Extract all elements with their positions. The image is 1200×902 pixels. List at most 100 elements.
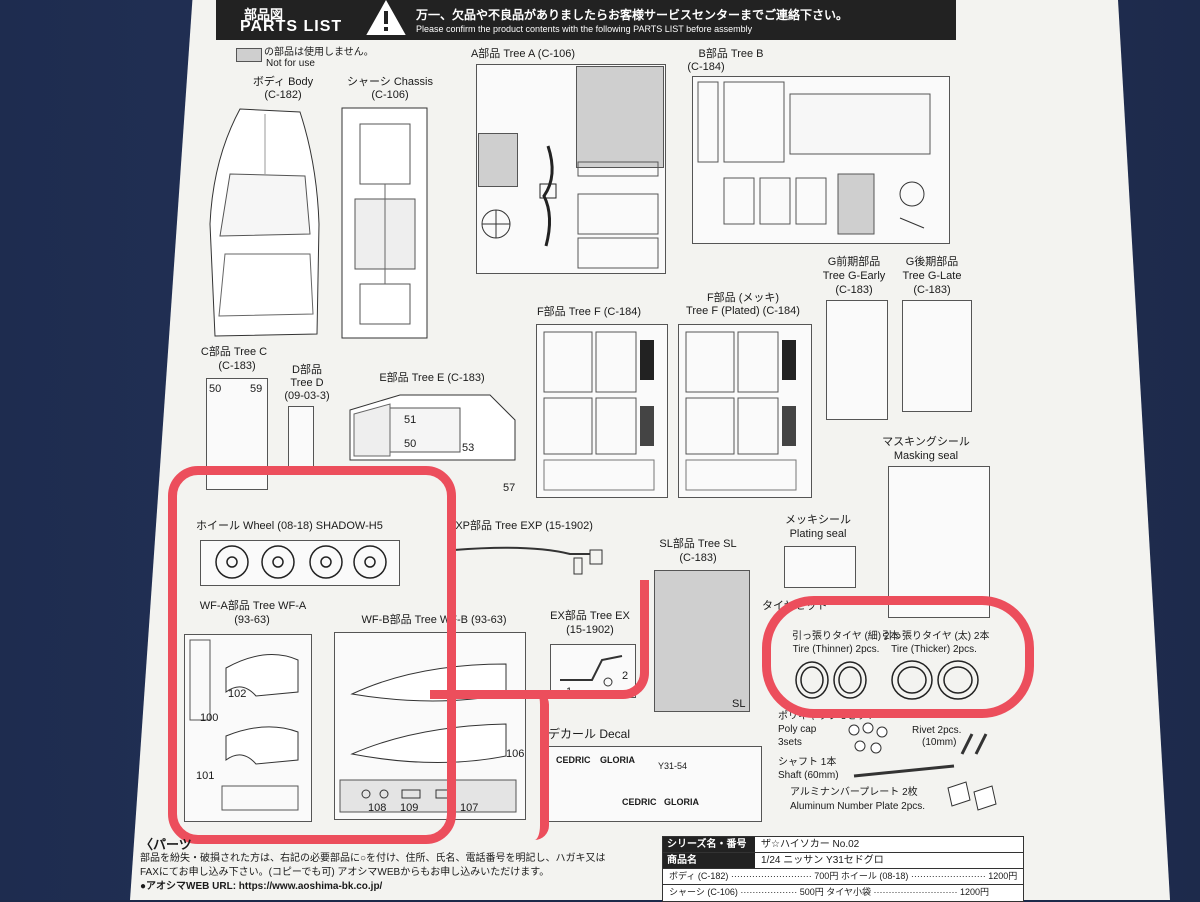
- tree-e-part-51: 51: [404, 414, 417, 426]
- price-row-2: シャーシ (C-106) ··················· 500円 タイ…: [669, 887, 989, 897]
- plate-drawing: [947, 781, 997, 811]
- tree-c-code: (C-183): [218, 360, 256, 372]
- annotation-outline-connector: [520, 690, 549, 840]
- masking-seal-sheet: [888, 466, 990, 618]
- polycap-drawing: [848, 722, 888, 754]
- tree-wfa-part-101: 101: [196, 770, 215, 782]
- tree-wfb-part-106: 106: [506, 748, 525, 760]
- tree-wfa-parts: [189, 639, 299, 811]
- tree-wfb-part-107: 107: [460, 802, 479, 814]
- legend-swatch: [236, 48, 262, 62]
- footer-url: ●アオシマWEB URL: https://www.aoshima-bk.co.…: [140, 881, 383, 892]
- tree-wfb-label: WF-B部品 Tree WF-B (93-63): [361, 614, 507, 626]
- tree-ex-frame: [550, 644, 636, 698]
- tree-g-late-label: G後期部品: [905, 256, 959, 268]
- tree-f-parts: [543, 331, 655, 491]
- decal-label: デカール Decal: [548, 727, 631, 741]
- footer-line-2: FAXにてお申し込み下さい。(コピーでも可) アオシマWEBからもお申し込みいた…: [140, 867, 550, 878]
- tree-ex-parts: [560, 655, 623, 687]
- body-code: (C-182): [264, 89, 302, 101]
- legend-text-jp: の部品は使用しません。: [264, 47, 374, 58]
- product-value: 1/24 ニッサン Y31セドグロ: [761, 855, 884, 866]
- tree-wfb-part-108: 108: [368, 802, 387, 814]
- tree-f-label: F部品 Tree F (C-184): [536, 306, 642, 318]
- body-label: ボディ Body: [252, 76, 314, 88]
- rivet-label: Rivet 2pcs.: [912, 725, 962, 736]
- shaft-label: シャフト 1本: [778, 757, 837, 768]
- masking-seal-label-en: Masking seal: [893, 450, 959, 462]
- tire-thin-label: 引っ張りタイヤ (細) 2本: [792, 631, 900, 642]
- tree-wfa-part-100: 100: [200, 712, 219, 724]
- chassis-code: (C-106): [371, 89, 409, 101]
- polycap-qty: 3sets: [778, 737, 802, 748]
- tree-wfa-part-102: 102: [228, 688, 247, 700]
- tree-exp-label: EXP部品 Tree EXP (15-1902): [448, 520, 593, 532]
- header-notice-en: Please confirm the product contents with…: [416, 24, 753, 34]
- decal-sheet: [548, 746, 762, 822]
- tire-drawings: [795, 660, 979, 700]
- tree-sl-frame: [654, 570, 750, 712]
- tree-fp-label-en: Tree F (Plated) (C-184): [686, 305, 800, 317]
- rivet-size: (10mm): [922, 737, 957, 748]
- series-value: ザ☆ハイソカー No.02: [761, 839, 860, 850]
- shaft-size: Shaft (60mm): [778, 770, 839, 781]
- price-row-1: ボディ (C-182) ··························· …: [669, 871, 1018, 881]
- decal-word-4: GLORIA: [664, 797, 699, 807]
- warning-icon: [366, 0, 406, 35]
- tree-e-part-50: 50: [404, 438, 417, 450]
- decal-word-5: Y31-54: [658, 761, 688, 771]
- masking-seal-label: マスキングシール: [882, 436, 970, 448]
- plating-seal-sheet: [784, 546, 856, 588]
- tree-a-unused-2: [576, 66, 664, 168]
- decal-word-3: CEDRIC: [622, 797, 657, 807]
- tree-ex-label: EX部品 Tree EX: [550, 610, 630, 622]
- tree-g-late-frame: [902, 300, 972, 412]
- tree-exp-drawing: [453, 546, 603, 575]
- tree-wfb-part-109: 109: [400, 802, 419, 814]
- tree-g-early-frame: [826, 300, 888, 420]
- tree-wfb-parts: [339, 663, 517, 813]
- annotation-outline-tires: [762, 596, 1034, 718]
- header-notice-jp: 万一、欠品や不良品がありましたらお客様サービスセンターまでご連絡下さい。: [416, 8, 849, 22]
- chassis-drawing: [341, 107, 428, 339]
- tree-b-label: B部品 Tree B: [698, 48, 764, 60]
- tree-b-code: (C-184): [687, 61, 725, 73]
- header-title-en: PARTS LIST: [240, 18, 343, 35]
- tree-b-parts: [697, 81, 931, 235]
- parts-list-header: 部品図 PARTS LIST 万一、欠品や不良品がありましたらお客様サービスセン…: [216, 0, 956, 40]
- tree-a-label: A部品 Tree A (C-106): [470, 48, 576, 60]
- plating-seal-label: メッキシール: [785, 514, 851, 526]
- product-key: 商品名: [663, 853, 755, 868]
- rivet-drawing: [960, 733, 988, 755]
- tree-d-code: (09-03-3): [284, 390, 330, 402]
- chassis-label: シャーシ Chassis: [347, 76, 433, 88]
- tree-e-label: E部品 Tree E (C-183): [379, 372, 485, 384]
- tree-d-frame: [288, 406, 314, 472]
- tree-g-early-code: (C-183): [835, 284, 873, 296]
- tree-ex-code: (15-1902): [566, 624, 614, 636]
- tree-c-part-59: 59: [250, 383, 263, 395]
- tree-sl-tag: SL: [732, 698, 746, 710]
- tree-g-late-label-en: Tree G-Late: [902, 270, 962, 282]
- footer-line-1: 部品を紛失・破損された方は、右記の必要部品に○を付け、住所、氏名、電話番号を明記…: [140, 853, 606, 864]
- tree-e-drawing: [349, 394, 516, 461]
- plating-seal-label-en: Plating seal: [789, 528, 847, 540]
- tree-a-parts: [481, 145, 659, 269]
- wheel-parts: [215, 545, 387, 579]
- tree-sl-label: SL部品 Tree SL: [659, 538, 737, 550]
- annotation-outline-ex: [430, 580, 649, 699]
- tire-thin-label-en: Tire (Thinner) 2pcs.: [792, 644, 880, 655]
- tree-wfa-code: (93-63): [234, 614, 270, 626]
- decal-word-2: GLORIA: [600, 755, 635, 765]
- tire-thick-label: 引っ張りタイヤ (太) 2本: [882, 631, 990, 642]
- shaft-drawing: [853, 764, 955, 778]
- tree-c-part-50: 50: [209, 383, 222, 395]
- tire-thick-label-en: Tire (Thicker) 2pcs.: [891, 644, 977, 655]
- tree-c-label: C部品 Tree C: [200, 346, 268, 358]
- tree-wfa-label: WF-A部品 Tree WF-A: [199, 600, 307, 612]
- tree-a-unused: [478, 133, 518, 187]
- decal-word-1: CEDRIC: [556, 755, 591, 765]
- plate-label: アルミナンバープレート 2枚: [790, 787, 918, 798]
- plate-label-en: Aluminum Number Plate 2pcs.: [790, 801, 926, 812]
